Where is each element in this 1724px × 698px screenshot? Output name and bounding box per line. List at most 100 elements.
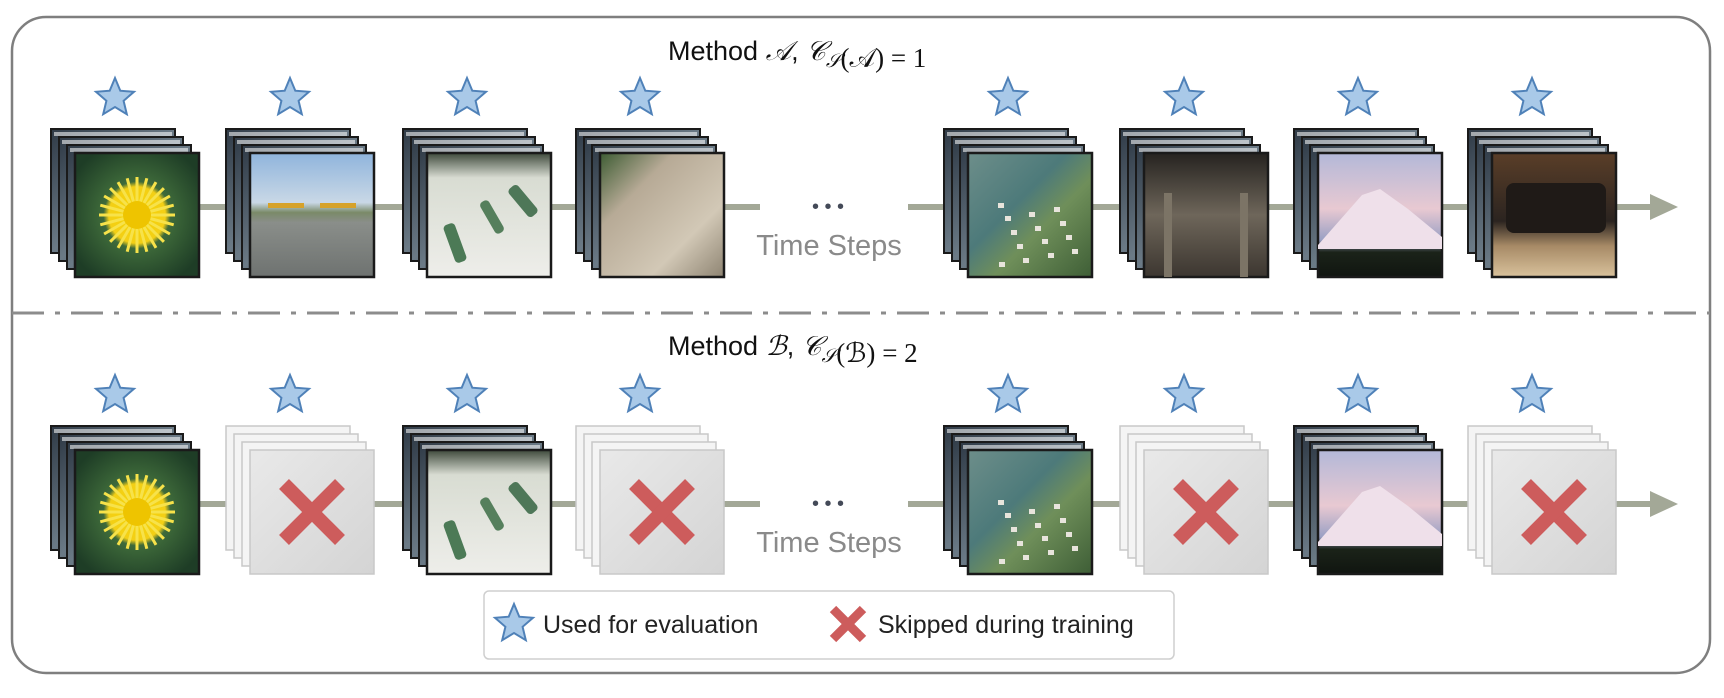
skipped-cross-icon	[629, 479, 695, 545]
frame-edge	[963, 148, 1081, 152]
frame-edge	[1131, 140, 1249, 144]
house	[1066, 532, 1072, 537]
evaluation-star-icon	[618, 372, 662, 414]
frame-edge	[1297, 429, 1415, 433]
frame-edge	[406, 132, 524, 136]
house	[1042, 536, 1048, 541]
time-step-5	[943, 372, 1094, 576]
house	[1023, 555, 1029, 560]
legend-box	[483, 590, 1175, 660]
house	[1005, 513, 1011, 518]
artifact	[508, 481, 538, 515]
house	[1054, 207, 1060, 212]
evaluation-star-icon	[1510, 372, 1554, 414]
frame-edge	[62, 437, 180, 441]
plane	[320, 203, 356, 208]
house	[1011, 527, 1017, 532]
ellipsis: • • •	[812, 196, 844, 218]
time-step-4	[575, 75, 726, 279]
frame-edge	[406, 429, 524, 433]
frame-edge	[955, 140, 1073, 144]
plane	[268, 203, 304, 208]
frame-edge	[229, 132, 347, 136]
house	[999, 559, 1005, 564]
method-title: Method ℬ, 𝒞𝒮(ℬ) = 2	[668, 331, 918, 368]
frame-edge	[1305, 437, 1423, 441]
house	[1011, 230, 1017, 235]
evaluation-star-icon	[268, 372, 312, 414]
frame-edge	[947, 132, 1065, 136]
legend-cross-shape	[829, 605, 867, 643]
image-cliff-dwelling	[598, 151, 726, 279]
frame-edge	[1313, 445, 1431, 449]
skipped-cross-icon	[1173, 479, 1239, 545]
time-step-1	[50, 75, 201, 279]
frame-edge	[1313, 148, 1431, 152]
evaluation-star-icon	[268, 75, 312, 117]
evaluation-star-icon	[1162, 372, 1206, 414]
time-step-8	[1467, 372, 1617, 575]
time-step-3	[402, 75, 553, 279]
evaluation-star-icon	[93, 75, 137, 117]
house	[1017, 541, 1023, 546]
frame-edge	[1487, 148, 1605, 152]
frame-edge	[1471, 132, 1589, 136]
evaluation-star-icon	[1162, 75, 1206, 117]
skipped-cross-icon	[279, 479, 345, 545]
rows-layer: Method 𝒜, 𝒞𝒮(𝒜) = 1• • •Time StepsMethod…	[50, 36, 1678, 576]
method-row-1: Method 𝒜, 𝒞𝒮(𝒜) = 1• • •Time Steps	[50, 36, 1678, 279]
time-step-7	[1293, 75, 1444, 279]
legend-star-shape	[492, 601, 536, 643]
skipped-cross-icon	[1521, 479, 1587, 545]
frame-edge	[70, 148, 188, 152]
evaluation-star-icon	[1336, 372, 1380, 414]
time-step-7	[1293, 372, 1444, 576]
legend-star-icon	[492, 601, 536, 643]
house	[998, 203, 1004, 208]
flower-center	[123, 498, 151, 526]
flower-center	[123, 201, 151, 229]
house	[1017, 244, 1023, 249]
ellipsis: • • •	[812, 493, 844, 515]
evaluation-star-icon	[445, 372, 489, 414]
artifact	[443, 520, 467, 560]
time-steps-label: Time Steps	[756, 527, 902, 559]
frame-edge	[245, 148, 363, 152]
pillar	[1164, 193, 1172, 277]
frame-edge	[54, 132, 172, 136]
house	[1054, 504, 1060, 509]
house	[1035, 226, 1041, 231]
time-step-3	[402, 372, 553, 576]
time-steps-label: Time Steps	[756, 230, 902, 262]
legend-evaluation-label: Used for evaluation	[543, 611, 758, 639]
frame-edge	[1139, 148, 1257, 152]
house	[1029, 509, 1035, 514]
artifact	[508, 184, 538, 218]
house	[1060, 518, 1066, 523]
evaluation-star-icon	[93, 372, 137, 414]
timeline-arrowhead	[1650, 491, 1678, 517]
legend-cross-icon	[829, 605, 867, 643]
artifact	[480, 200, 504, 234]
time-step-6	[1119, 372, 1269, 575]
frame-edge	[422, 445, 540, 449]
frame-edge	[947, 429, 1065, 433]
evaluation-star-icon	[1510, 75, 1554, 117]
frame-edge	[1123, 132, 1241, 136]
frame-edge	[1479, 140, 1597, 144]
frame-edge	[422, 148, 540, 152]
frame-edge	[595, 148, 713, 152]
frame-edge	[579, 132, 697, 136]
house	[1029, 212, 1035, 217]
evaluation-star-icon	[1336, 75, 1380, 117]
frame-edge	[414, 140, 532, 144]
house	[1023, 258, 1029, 263]
artifact	[480, 497, 504, 531]
pillar	[1240, 193, 1248, 277]
frame-edge	[414, 437, 532, 441]
house	[1060, 221, 1066, 226]
frame-edge	[237, 140, 355, 144]
image-snowy-mountain	[1316, 448, 1444, 576]
